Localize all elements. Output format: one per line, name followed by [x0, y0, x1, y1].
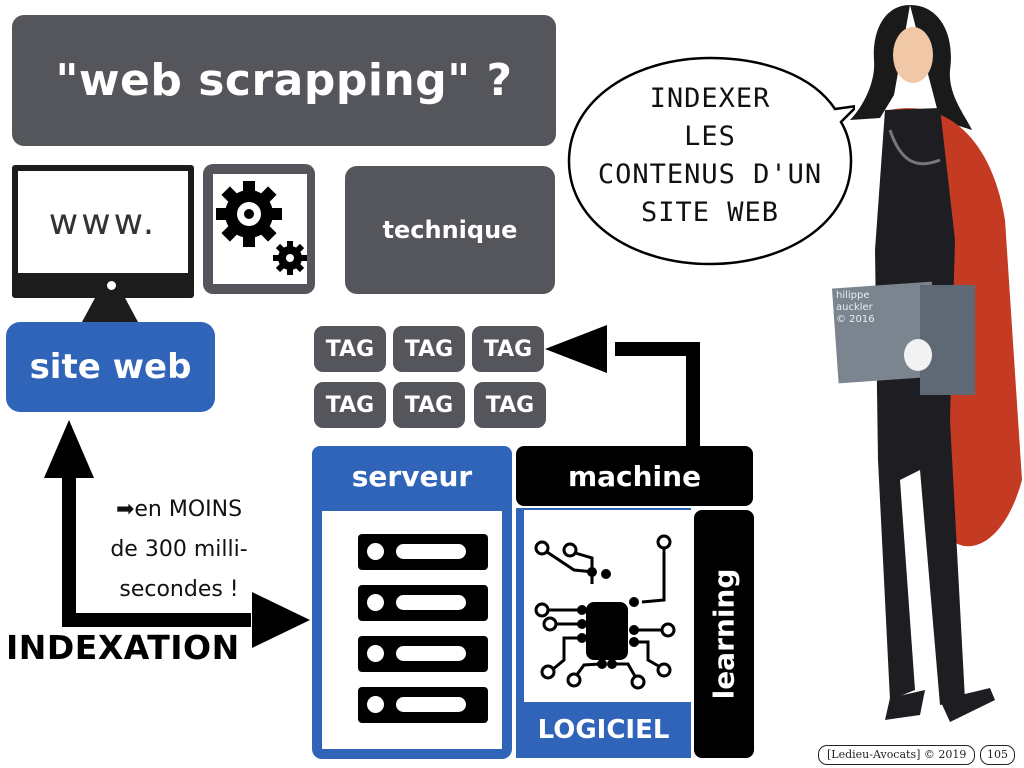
tag-label: TAG [483, 336, 533, 362]
tag-label: TAG [325, 392, 375, 418]
server-unit [358, 687, 488, 723]
site-web-label: site web [29, 347, 192, 387]
learning-label: learning [707, 568, 741, 700]
page-number: 105 [980, 745, 1015, 765]
technique-box: technique [345, 166, 555, 294]
speech-bubble-text: INDEXER LES CONTENUS D'UN SITE WEB [580, 80, 840, 232]
note-line-2: de 300 milli- [110, 537, 248, 562]
note-line-1: ➡en MOINS [84, 490, 274, 530]
server-rack-icon [312, 505, 512, 759]
tag-label: TAG [404, 392, 454, 418]
bubble-line: CONTENUS D'UN [597, 159, 823, 190]
monitor-stand [82, 296, 138, 322]
logiciel-label: LOGICIEL [537, 715, 670, 745]
monitor-power-dot [107, 281, 116, 290]
gears-box [203, 164, 315, 294]
watermark-line: © 2016 [836, 314, 875, 325]
title-banner: "web scrapping" ? [12, 15, 556, 146]
tag-chip: TAG [314, 326, 386, 372]
logiciel-box: LOGICIEL [516, 702, 691, 758]
server-unit [358, 534, 488, 570]
tag-chip: TAG [314, 382, 386, 428]
tag-label: TAG [325, 336, 375, 362]
footer-credit: [Ledieu-Avocats] © 2019 [818, 745, 976, 765]
tag-chip: TAG [393, 326, 465, 372]
circuit-chip-icon [534, 534, 676, 690]
bubble-line: INDEXER [649, 83, 771, 114]
tag-chip: TAG [472, 326, 544, 372]
computer-monitor-icon: www. [12, 165, 194, 298]
tag-chip: TAG [474, 382, 546, 428]
small-arrow-icon: ➡ [115, 497, 135, 522]
watermark-line: auckler [836, 302, 873, 313]
bubble-line: LES [684, 121, 736, 152]
bubble-line: SITE WEB [640, 197, 780, 228]
learning-box: learning [694, 510, 754, 758]
serveur-label: serveur [351, 459, 473, 493]
arrow-machine-to-tags [545, 325, 700, 447]
serveur-header: serveur [312, 446, 512, 506]
machine-label: machine [567, 459, 702, 493]
gears-icon [216, 181, 307, 275]
site-web-box: site web [6, 322, 215, 412]
note-line-1-text: en MOINS [134, 497, 243, 522]
server-unit [358, 636, 488, 672]
timing-note: ➡en MOINS de 300 milli- secondes ! [84, 490, 274, 610]
illustration-watermark: hilippe auckler © 2016 [836, 290, 875, 326]
technique-label: technique [382, 216, 518, 244]
character-illustration [831, 5, 1022, 722]
indexation-arrow [44, 420, 310, 648]
indexation-label: INDEXATION [6, 628, 240, 667]
tag-chip: TAG [393, 382, 465, 428]
speech-bubble [567, 56, 855, 266]
machine-header: machine [516, 446, 753, 506]
title-text: "web scrapping" ? [55, 55, 513, 106]
server-unit [358, 585, 488, 621]
note-line-3: secondes ! [119, 577, 239, 602]
tag-label: TAG [485, 392, 535, 418]
monitor-screen-text: www. [18, 171, 188, 273]
watermark-line: hilippe [836, 290, 870, 301]
tag-label: TAG [404, 336, 454, 362]
